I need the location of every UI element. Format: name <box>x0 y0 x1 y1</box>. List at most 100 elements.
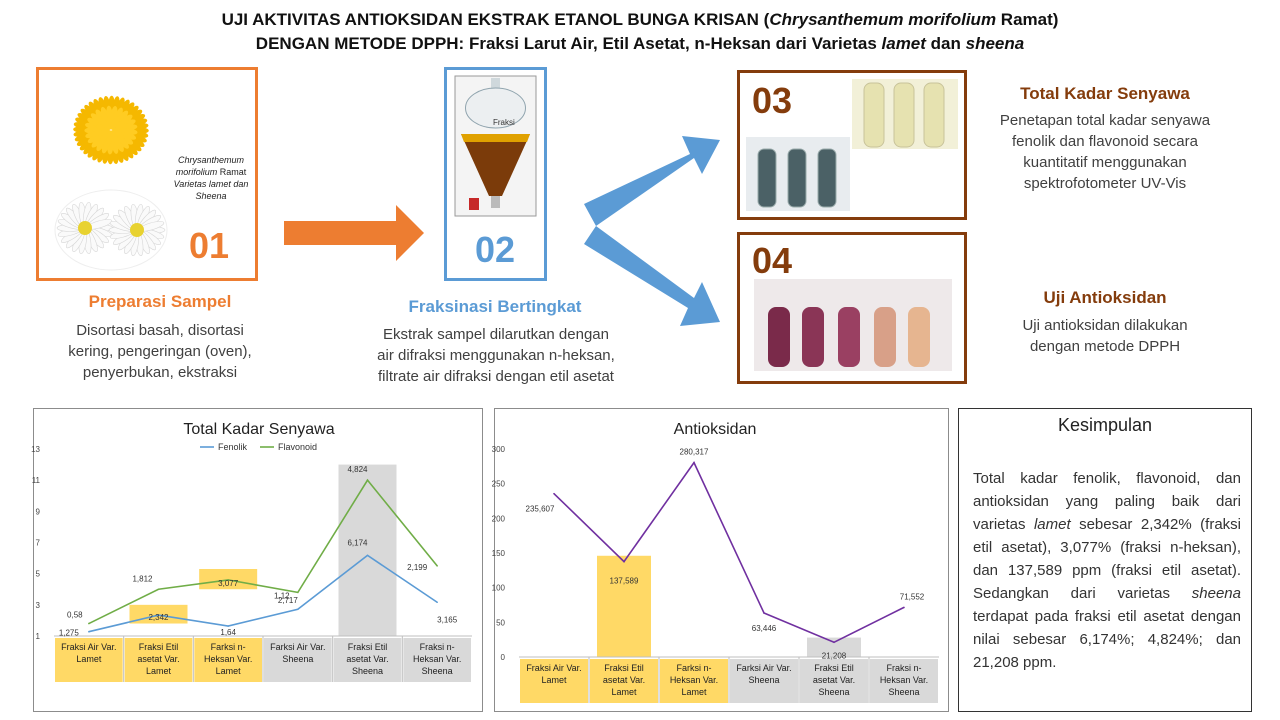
data-point <box>157 588 160 591</box>
data-point <box>623 560 625 563</box>
data-label: 63,446 <box>752 624 777 633</box>
data-point <box>297 591 299 594</box>
legend-label: Fenolik <box>218 442 248 452</box>
data-label: 4,824 <box>347 465 368 474</box>
data-point <box>833 641 835 644</box>
category-highlight <box>800 659 868 703</box>
arrow-right-icon <box>284 205 424 261</box>
y-tick-label: 13 <box>31 445 40 454</box>
series-line-flavonoid <box>88 478 438 625</box>
dark-tubes-image <box>746 137 850 211</box>
data-label: 2,342 <box>148 613 169 622</box>
category-highlight <box>520 659 588 703</box>
category-highlight <box>403 638 471 682</box>
data-point <box>88 622 90 625</box>
data-label: 1,812 <box>132 574 153 583</box>
step-02-title: Fraksinasi Bertingkat <box>408 297 582 316</box>
conclusion-title: Kesimpulan <box>1057 415 1153 435</box>
data-point <box>693 461 695 464</box>
x-tick-label: Fraksi Air Var.Lamet <box>61 642 116 664</box>
yellow-flower-image <box>59 78 163 182</box>
chrysanthemum-photos <box>54 78 168 271</box>
y-tick-label: 50 <box>496 618 505 627</box>
data-label: 71,552 <box>900 592 925 601</box>
series-line-antioksidan <box>553 461 905 644</box>
y-tick-label: 200 <box>492 514 506 523</box>
arrow-up-right-icon <box>584 136 720 226</box>
test-tube-photos <box>746 79 958 211</box>
category-highlight <box>194 638 262 682</box>
highlight-band <box>597 555 651 657</box>
y-tick-label: 3 <box>36 601 41 610</box>
dpph-tubes-photo <box>754 279 952 371</box>
category-highlight <box>264 638 332 682</box>
split-arrows <box>584 136 720 326</box>
title-line-2: DENGAN METODE DPPH: Fraksi Larut Air, Et… <box>255 34 1025 53</box>
data-label: 280,317 <box>680 448 709 457</box>
y-tick-label: 0 <box>501 653 506 662</box>
x-tick-label: Farksi Air Var.Sheena <box>736 663 791 685</box>
data-point <box>903 606 905 609</box>
data-label: 1,275 <box>59 629 80 638</box>
data-point <box>227 579 229 581</box>
y-tick-label: 5 <box>36 570 41 579</box>
data-point <box>297 608 299 611</box>
data-point <box>436 601 438 604</box>
step-03-title: Total Kadar Senyawa <box>1020 84 1190 103</box>
data-point <box>157 614 160 616</box>
data-point <box>763 612 765 614</box>
funnel-label: Fraksi <box>493 118 515 127</box>
data-point <box>366 554 369 557</box>
data-label: 137,589 <box>610 577 639 586</box>
x-tick-label: Farksi Air Var.Sheena <box>270 642 325 664</box>
data-point <box>227 625 229 627</box>
y-tick-label: 1 <box>36 632 41 641</box>
category-highlight <box>590 659 658 703</box>
step-01-box: Chrysanthemum morifolium Ramat Varietas … <box>36 67 258 281</box>
x-tick-label: Fraksi Air Var.Lamet <box>526 663 581 685</box>
conclusion-body: Total kadar fenolik, flavonoid, dan anti… <box>973 470 1241 671</box>
yellow-tubes-image <box>852 79 958 149</box>
y-tick-label: 250 <box>492 480 506 489</box>
x-tick-label: Fraksi n-Heksan Var.Sheena <box>413 642 461 676</box>
data-label: 1,64 <box>220 628 236 637</box>
data-point <box>366 479 369 481</box>
data-label: 3,165 <box>437 615 458 624</box>
data-label: 2,717 <box>278 596 299 605</box>
data-label: 1,12 <box>274 591 290 600</box>
step-01-title: Preparasi Sampel <box>88 292 232 311</box>
chart-title: Antioksidan <box>674 421 757 438</box>
y-tick-label: 300 <box>492 445 506 454</box>
highlight-band <box>807 637 861 657</box>
category-highlight <box>730 659 798 703</box>
data-point <box>88 630 90 633</box>
x-tick-label: Farksi n-Heksan Var.Lamet <box>670 663 718 697</box>
white-flower-image <box>54 189 168 271</box>
data-label: 2,199 <box>407 563 428 572</box>
data-label: 0,58 <box>67 611 83 620</box>
x-tick-label: Fraksi n-Heksan Var.Sheena <box>880 663 928 697</box>
data-point <box>553 492 555 495</box>
data-label: 3,077 <box>218 579 239 588</box>
title-line-1: UJI AKTIVITAS ANTIOKSIDAN EKSTRAK ETANOL… <box>221 10 1059 29</box>
data-label: 21,208 <box>822 651 847 660</box>
separating-funnel-photo <box>454 75 537 217</box>
step-03-box: 03 <box>737 70 967 220</box>
y-tick-label: 100 <box>492 584 506 593</box>
category-highlight <box>870 659 938 703</box>
category-highlight <box>333 638 402 682</box>
category-highlight <box>55 638 123 682</box>
y-tick-label: 9 <box>36 507 41 516</box>
step-number-04: 04 <box>752 240 793 281</box>
category-highlight <box>660 659 728 703</box>
